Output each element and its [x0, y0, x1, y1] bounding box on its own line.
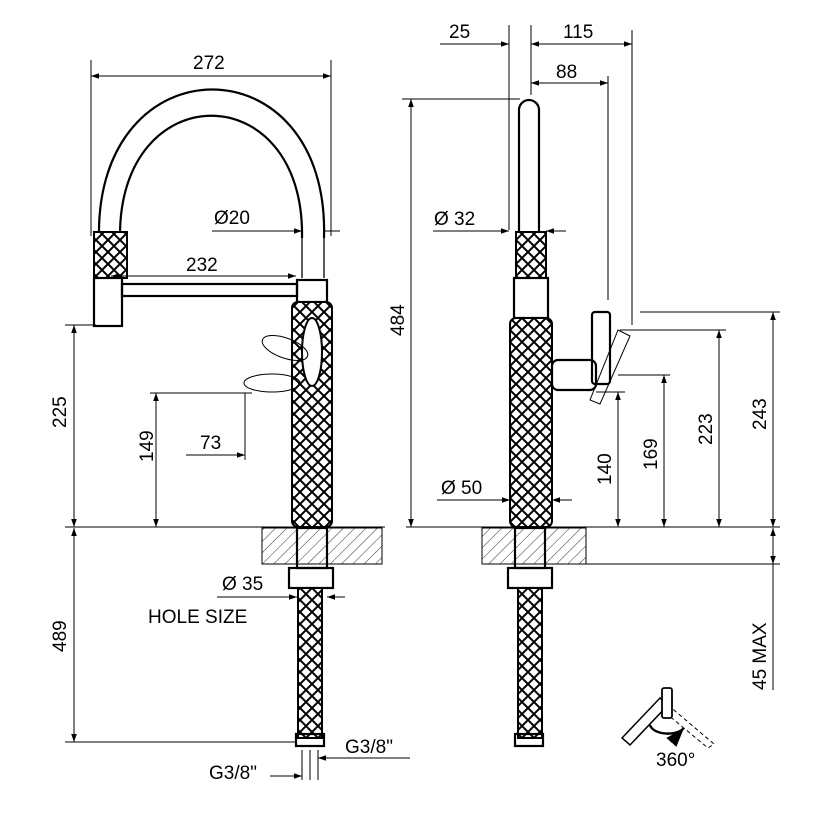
deck-section-left [261, 527, 383, 565]
mount-nut [287, 566, 335, 590]
dim-handle-reach: 73 [200, 433, 221, 454]
side-spout [517, 98, 541, 232]
dim-deck-thickness: 45 MAX [750, 622, 771, 690]
lever-ghost-lower [243, 373, 301, 393]
dim-spout-height: 225 [50, 396, 71, 428]
deck-section-right [481, 527, 587, 565]
rotation-360-icon [620, 687, 715, 749]
side-body-braid [509, 317, 553, 528]
spray-arm [120, 282, 299, 298]
side-lever-hub [550, 358, 598, 392]
side-spray-braid [515, 231, 547, 279]
dim-spray-offset: 88 [556, 62, 577, 83]
spray-head-braid [93, 231, 128, 279]
dim-lever-high: 223 [696, 413, 717, 445]
dim-hole-diameter: Ø 35 [222, 574, 263, 595]
spray-head [92, 276, 124, 328]
dim-lever-low: 140 [595, 453, 616, 485]
side-view: 25 115 88 484 Ø 32 Ø 50 140 169 223 243 … [388, 22, 780, 771]
dim-spout-diameter: Ø20 [214, 208, 250, 229]
dim-spray-reach: 232 [186, 255, 218, 276]
side-lever-ghost [589, 329, 631, 405]
connector-left-label: G3/8" [209, 763, 257, 784]
dim-body-diameter: Ø 50 [441, 478, 482, 499]
dim-lever-reach: 115 [563, 22, 593, 43]
side-lever [590, 310, 612, 386]
dim-top-offset: 25 [449, 22, 470, 43]
connector-right-label: G3/8" [345, 737, 393, 758]
supply-hose [297, 587, 323, 739]
dim-overall-reach: 272 [193, 53, 225, 74]
hole-size-label: HOLE SIZE [148, 607, 247, 628]
dim-below-deck: 489 [50, 620, 71, 652]
rotation-label: 360° [656, 750, 695, 771]
lever-ghost-upper [261, 335, 309, 361]
dim-total-height: 484 [388, 304, 409, 336]
collar [295, 278, 329, 304]
spout-arc [97, 88, 326, 239]
side-collar [512, 276, 550, 320]
front-view: 272 Ø20 232 225 149 73 489 Ø 35 HOLE SIZ… [50, 53, 410, 784]
dim-spray-diameter: Ø 32 [434, 209, 475, 230]
dim-lever-mid: 169 [641, 438, 662, 470]
hose-fitting [294, 732, 326, 748]
dim-handle-height: 149 [137, 430, 158, 462]
lever [301, 317, 323, 387]
side-supply-hose [517, 587, 543, 739]
dim-lever-open: 243 [750, 398, 771, 430]
